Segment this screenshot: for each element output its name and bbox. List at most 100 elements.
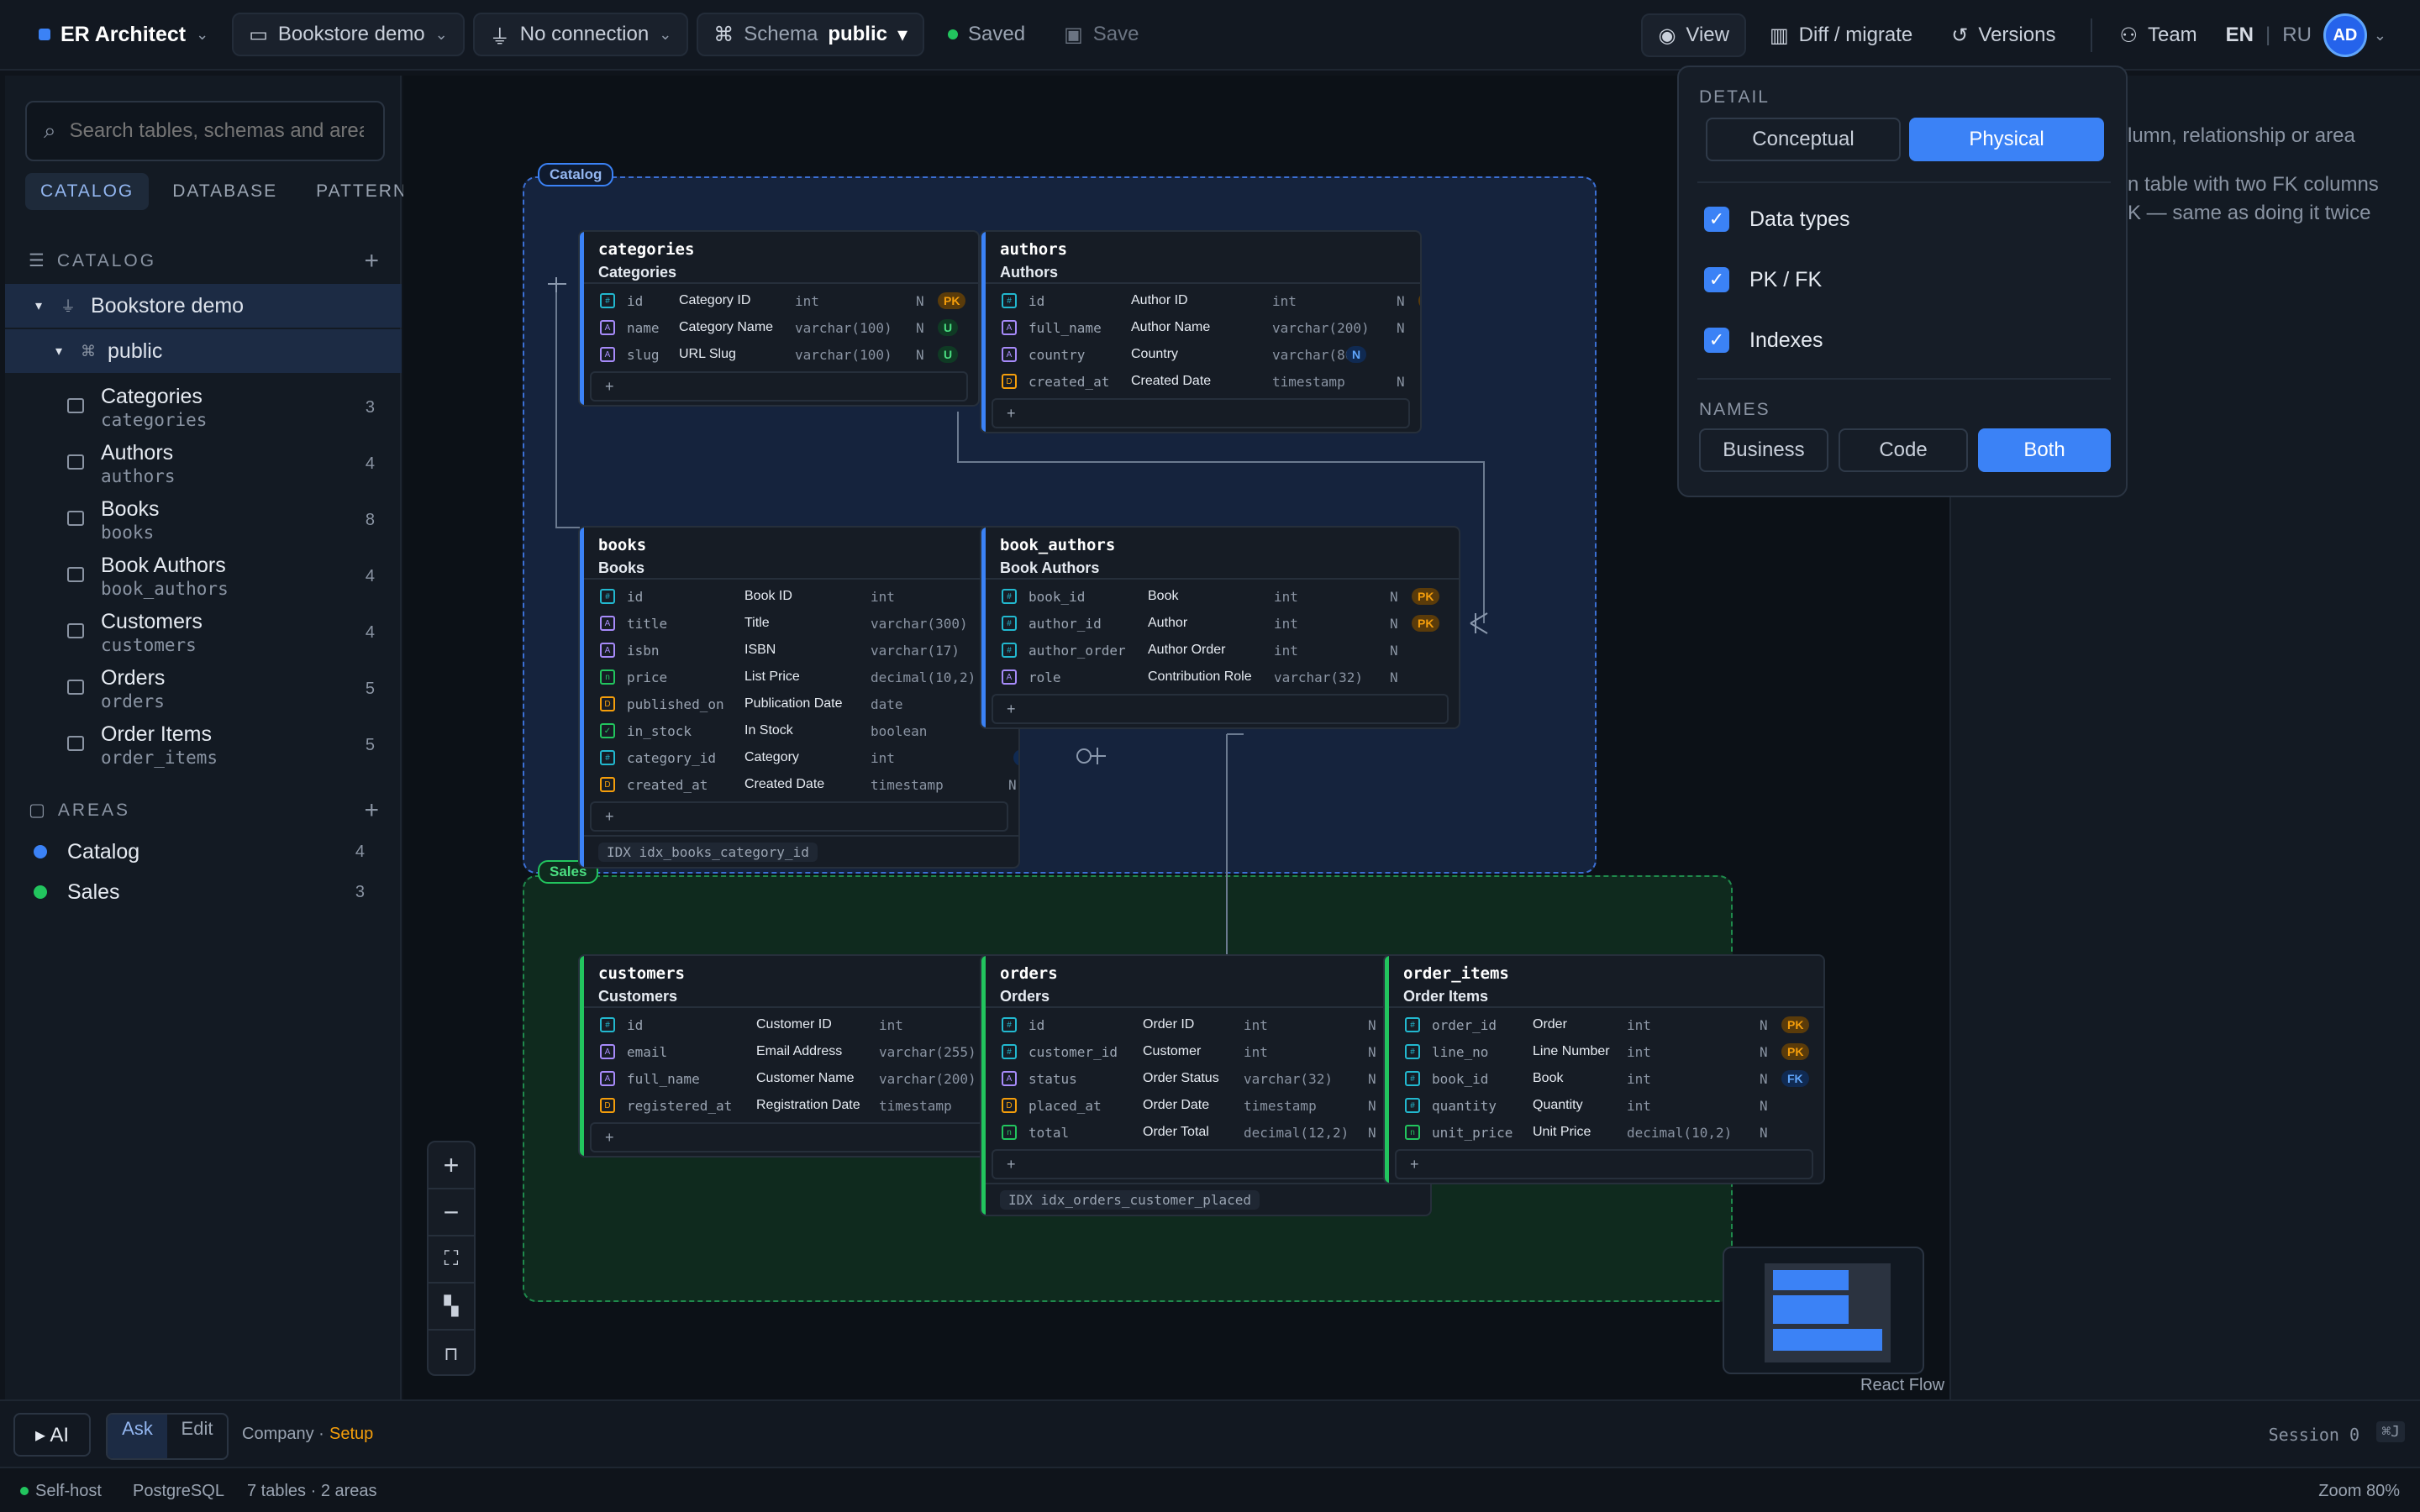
schema-select[interactable]: ⌘ Schema public ▾: [697, 13, 925, 56]
minimap[interactable]: [1723, 1247, 1924, 1374]
add-column-button[interactable]: +: [590, 371, 968, 402]
search-box[interactable]: ⌕: [25, 101, 385, 161]
both-button[interactable]: Both: [1978, 428, 2111, 472]
zoom-out-icon[interactable]: −: [429, 1189, 474, 1236]
index-badge[interactable]: IDX idx_orders_customer_placed: [1000, 1189, 1260, 1210]
project-select[interactable]: ▭ Bookstore demo ⌄: [232, 13, 465, 56]
conceptual-button[interactable]: Conceptual: [1706, 118, 1901, 161]
add-catalog-icon[interactable]: +: [364, 246, 381, 275]
add-column-button[interactable]: +: [590, 801, 1008, 832]
lang-ru[interactable]: RU: [2282, 24, 2312, 46]
chevron-down-icon[interactable]: ⌄: [2373, 26, 2386, 44]
indexes-checkbox[interactable]: ✓ Indexes: [1704, 328, 1823, 353]
code-button[interactable]: Code: [1839, 428, 1968, 472]
add-column-button[interactable]: +: [992, 1149, 1420, 1179]
rel-categories-books[interactable]: [555, 292, 580, 528]
tab-patterns[interactable]: PATTERNS: [316, 181, 422, 201]
ai-toggle-button[interactable]: ▸ AI: [13, 1413, 91, 1457]
area-item-sales[interactable]: Sales 3: [34, 875, 370, 909]
ai-setup-link[interactable]: Setup: [329, 1425, 374, 1443]
add-column-button[interactable]: +: [992, 398, 1410, 428]
team-button[interactable]: ⚇ Team: [2104, 13, 2212, 57]
avatar[interactable]: AD: [2323, 13, 2367, 57]
save-button[interactable]: ▣ Save: [1049, 13, 1154, 56]
versions-button[interactable]: ↺ Versions: [1936, 13, 2070, 57]
business-button[interactable]: Business: [1699, 428, 1828, 472]
pk-fk-checkbox[interactable]: ✓ PK / FK: [1704, 267, 1822, 292]
tab-database[interactable]: DATABASE: [172, 181, 278, 201]
lang-en[interactable]: EN: [2225, 24, 2254, 46]
ask-mode-button[interactable]: Ask: [108, 1415, 167, 1458]
connection-select[interactable]: ⏚ No connection ⌄: [472, 13, 689, 56]
diff-migrate-button[interactable]: ▥ Diff / migrate: [1754, 13, 1928, 57]
rel-authors-book-authors[interactable]: [957, 412, 1485, 623]
search-input[interactable]: [69, 119, 364, 143]
physical-button[interactable]: Physical: [1909, 118, 2104, 161]
lock-icon[interactable]: ⊓: [444, 1343, 459, 1364]
data-types-checkbox[interactable]: ✓ Data types: [1704, 207, 1850, 232]
tree-item-schema[interactable]: ▾ ⌘ public: [5, 329, 402, 373]
edit-mode-button[interactable]: Edit: [181, 1418, 213, 1439]
view-button[interactable]: ◉ View: [1641, 13, 1746, 57]
tab-catalog[interactable]: CATALOG: [25, 173, 150, 210]
tree-item-project[interactable]: ▾ ⏚ Bookstore demo: [5, 284, 402, 328]
area-label-catalog[interactable]: Catalog: [538, 163, 614, 186]
layout-icon[interactable]: ▚: [429, 1284, 474, 1331]
app-menu[interactable]: ER Architect ⌄: [24, 13, 224, 56]
add-column-button[interactable]: +: [1395, 1149, 1813, 1179]
zoom-in-icon[interactable]: +: [429, 1142, 474, 1189]
react-flow-attribution[interactable]: React Flow: [1860, 1376, 1945, 1394]
fit-view-icon[interactable]: ⛶: [429, 1236, 474, 1284]
add-column-button[interactable]: +: [992, 694, 1449, 724]
